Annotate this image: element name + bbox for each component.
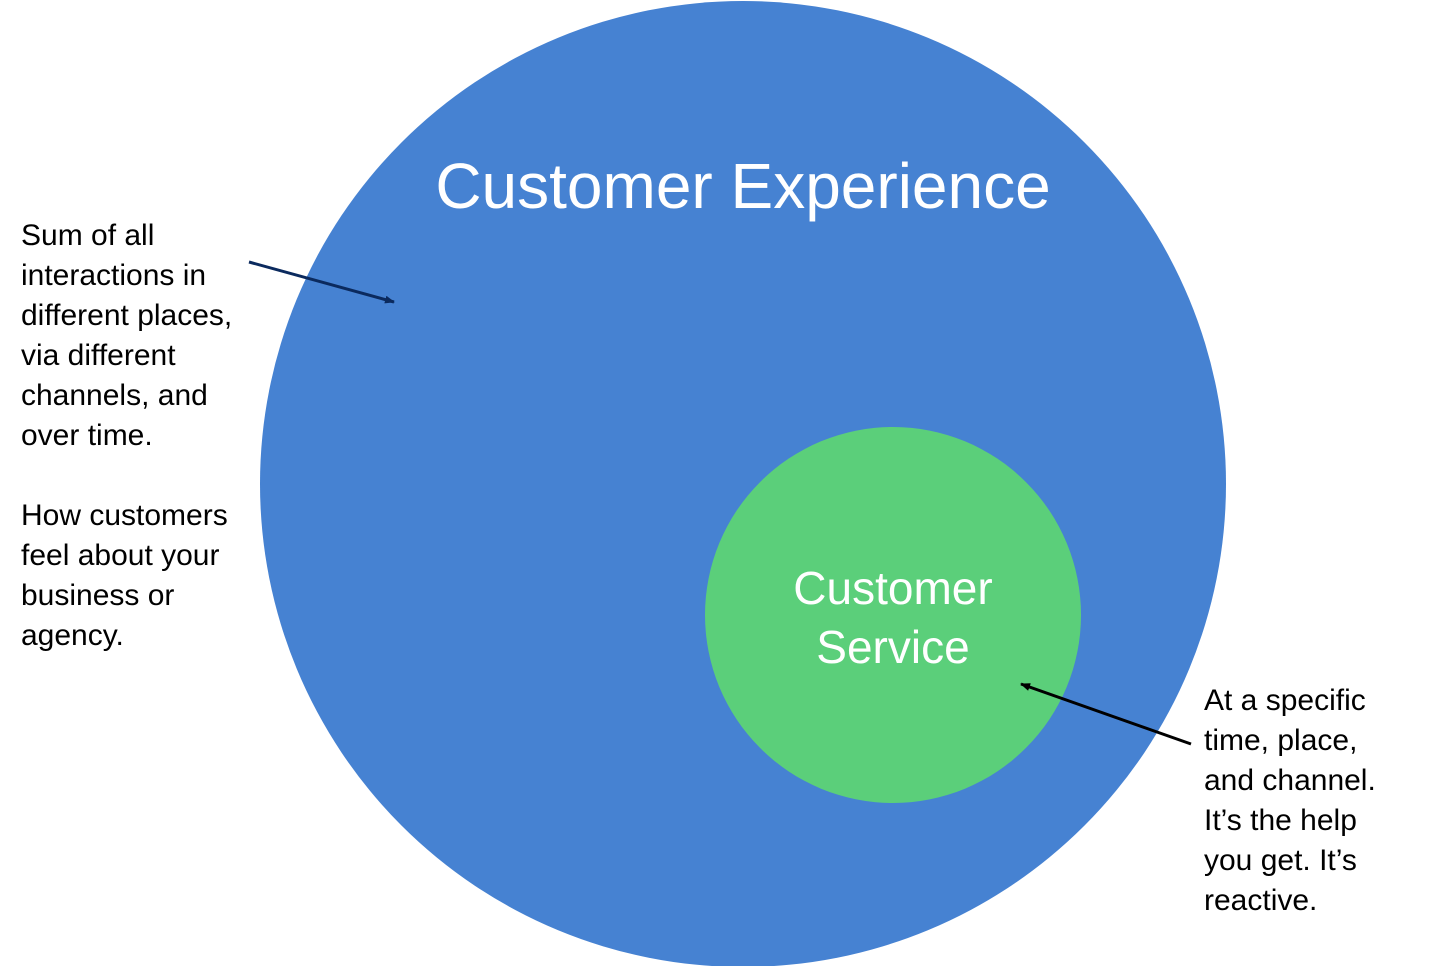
note-line: different places, — [21, 299, 233, 332]
note-line: via different — [21, 339, 176, 372]
note-line: channels, and — [21, 379, 208, 412]
note-line: and channel. — [1204, 764, 1376, 797]
note-line: feel about your — [21, 539, 220, 572]
customer-service-circle — [705, 427, 1081, 803]
note-line: At a specific — [1204, 684, 1366, 717]
note-line: interactions in — [21, 259, 207, 292]
note-line: time, place, — [1204, 724, 1358, 757]
note-line: over time. — [21, 419, 153, 452]
service-arrow — [1020, 682, 1192, 746]
customer-service-note: At a specific time, place, and channel. … — [1204, 681, 1376, 921]
note-line: reactive. — [1204, 884, 1318, 917]
customer-service-label-line-2: Service — [816, 621, 970, 673]
note-line: you get. It’s — [1204, 844, 1357, 877]
paragraph-gap — [21, 456, 232, 496]
customer-experience-note: Sum of all interactions in different pla… — [21, 216, 232, 656]
note-line: agency. — [21, 619, 124, 652]
customer-experience-circle — [260, 1, 1226, 966]
note-line: Sum of all — [21, 219, 155, 252]
note-line: It’s the help — [1204, 804, 1357, 837]
customer-service-label: Customer Service — [743, 559, 1043, 677]
note-line: business or — [21, 579, 175, 612]
customer-experience-label: Customer Experience — [435, 150, 1051, 222]
experience-arrow — [248, 260, 395, 304]
customer-service-label-line-1: Customer — [793, 562, 993, 614]
note-line: How customers — [21, 499, 228, 532]
